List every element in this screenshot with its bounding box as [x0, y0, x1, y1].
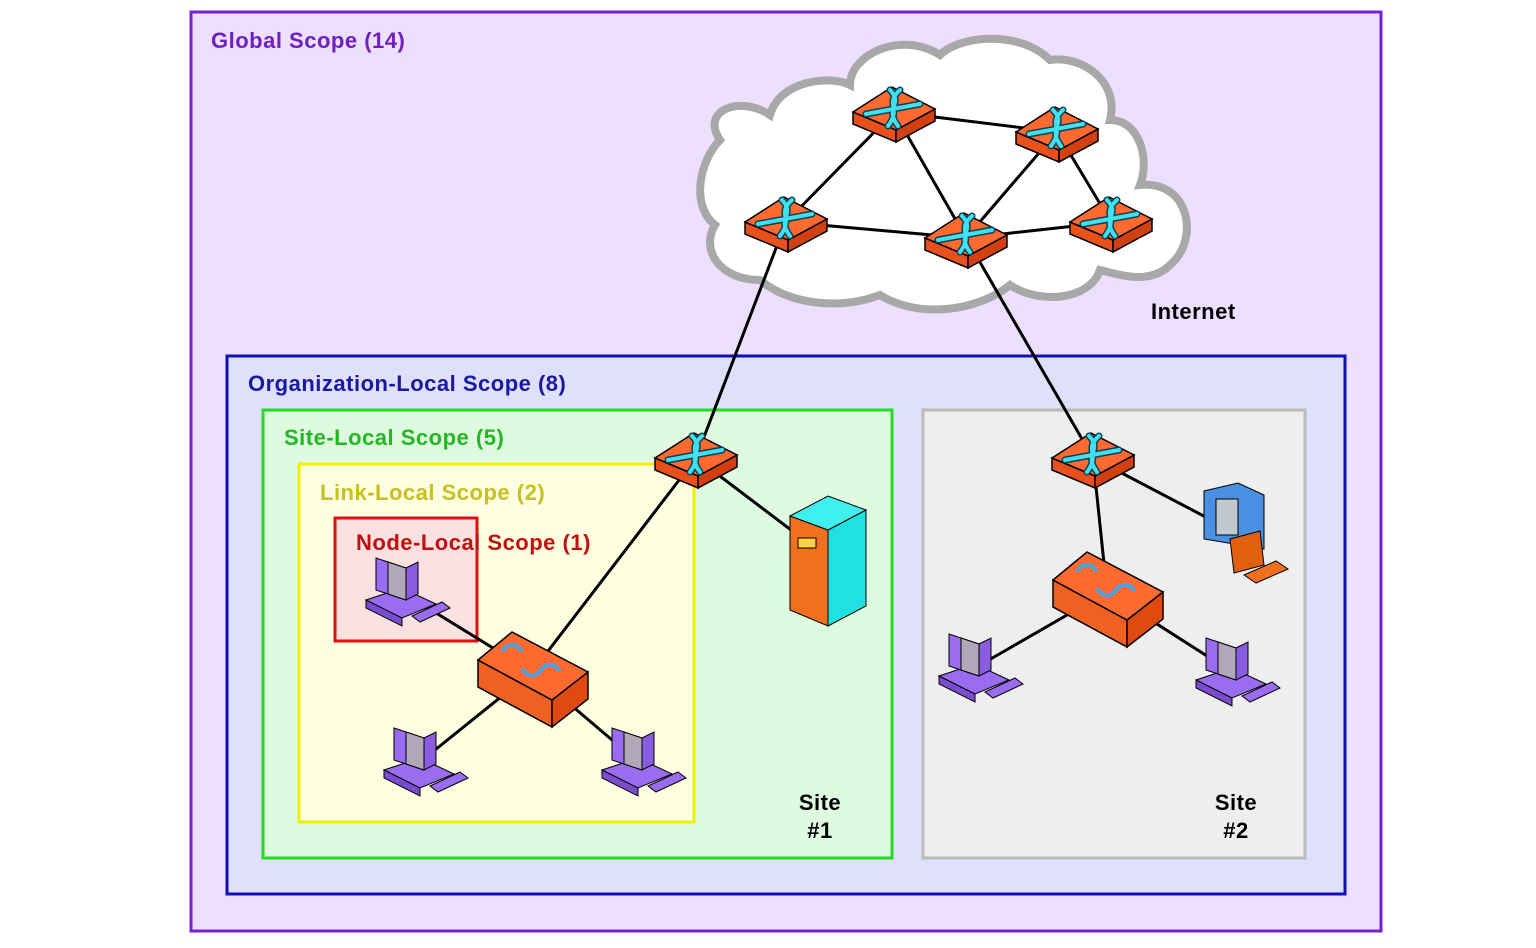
switch-icon	[1051, 551, 1165, 649]
switch-icon	[476, 631, 590, 729]
workstation-icon	[1194, 637, 1281, 707]
router-icon	[851, 86, 937, 144]
workstation-icon	[600, 727, 687, 797]
site-1-label-line2: #1	[807, 818, 832, 843]
site-2-label-line1: Site	[1215, 790, 1257, 815]
router-icon	[923, 212, 1009, 270]
internet-label: Internet	[1151, 299, 1236, 324]
network-link	[964, 237, 1095, 459]
router-icon	[653, 432, 739, 490]
server-icon	[788, 495, 868, 627]
network-link	[694, 221, 788, 459]
internet-cloud	[696, 34, 1191, 314]
node-local-scope-label: Node-Local Scope (1)	[356, 530, 591, 555]
workstation-icon	[382, 727, 469, 797]
network-devices	[364, 86, 1290, 797]
router-icon	[1068, 196, 1154, 254]
site-2-label-line2: #2	[1223, 818, 1248, 843]
link-local-scope-label: Link-Local Scope (2)	[320, 480, 545, 505]
workstation-icon	[364, 557, 451, 627]
site-local-scope-label: Site-Local Scope (5)	[284, 425, 504, 450]
global-scope-label: Global Scope (14)	[211, 28, 405, 53]
workstation-icon	[937, 633, 1024, 703]
router-icon	[743, 196, 829, 254]
site-1-label-line1: Site	[799, 790, 841, 815]
router-icon	[1050, 432, 1136, 490]
server-icon	[1203, 482, 1290, 584]
organization-scope-label: Organization-Local Scope (8)	[248, 371, 566, 396]
network-link	[530, 457, 698, 673]
router-icon	[1014, 106, 1100, 164]
